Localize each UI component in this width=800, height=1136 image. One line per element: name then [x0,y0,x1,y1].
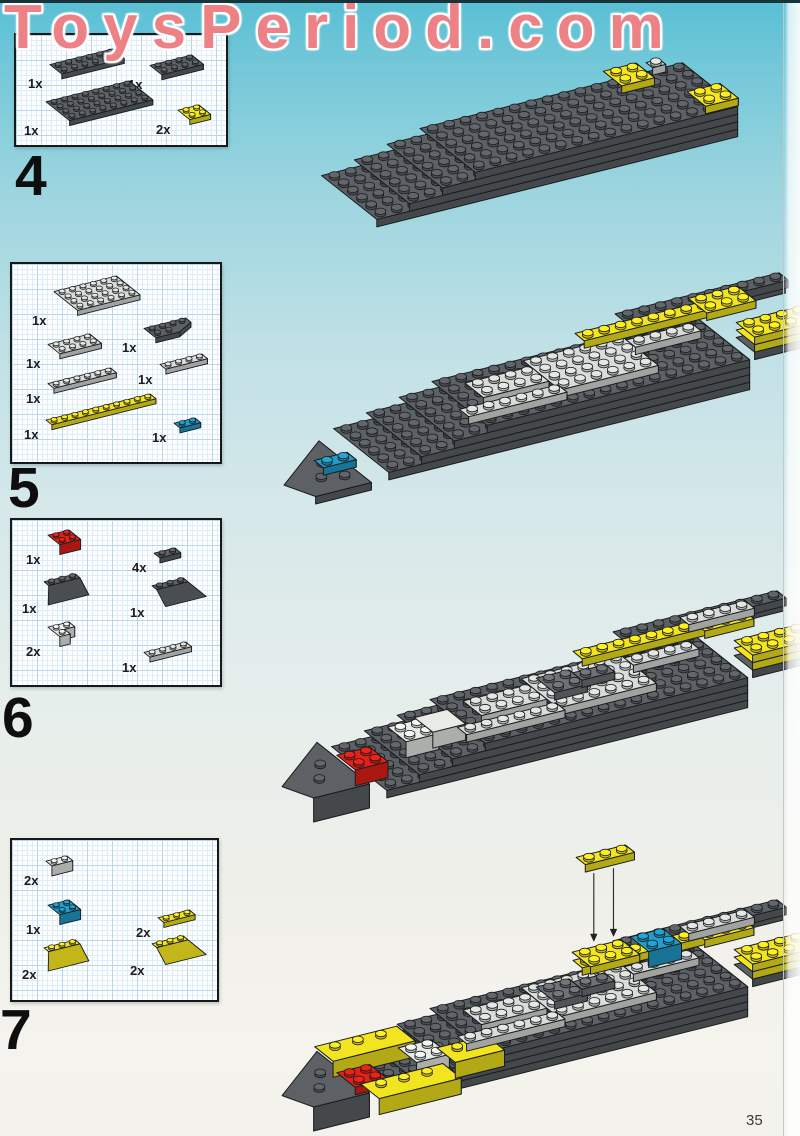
watermark: ToysPeriod.com [4,0,678,62]
step-5-assembly [283,272,800,505]
step-4-assembly [321,57,739,228]
part-item: 2x [130,932,209,980]
plate-4x1-light_gray-icon [143,641,192,663]
plate-6x4-light_gray-icon [53,275,141,316]
part-item: 4x [132,544,192,577]
part-item: 1x [26,330,113,373]
part-quantity: 1x [26,552,41,567]
step-5-number: 5 [8,456,40,520]
part-quantity: 2x [156,122,171,137]
plate-8x4-dark_gray-icon [45,80,154,127]
part-quantity: 1x [122,660,137,675]
step-5-parts-box: 1x 1x 1x 1x 1x 1x 1x [10,262,222,464]
part-quantity: 1x [22,601,37,616]
part-quantity: 2x [136,925,151,940]
plate-4x1-light_gray-icon [159,353,208,375]
part-quantity: 1x [32,313,47,328]
part-item: 1x [22,570,101,618]
part-item: 1x [26,896,92,939]
part-item: 1x [122,638,203,677]
part-quantity: 1x [24,123,39,138]
plate-6x1-light_gray-icon [47,367,117,394]
step-7-parts-box: 2x 1x 2x 2x 2x [10,838,219,1002]
wedgeL-3x2-yellow-icon [43,939,90,972]
plate-3x1-yellow-icon [157,909,196,928]
part-item: 1x [152,414,212,447]
page-number: 35 [746,1112,763,1129]
plate-2x1-dark_gray-icon [153,547,182,564]
part-quantity: 2x [130,963,145,978]
part-quantity: 2x [22,967,37,982]
part-item: 1x [24,77,164,140]
scan-right-edge [783,0,800,1136]
part-item: 1x [24,390,167,444]
part-item: 1x [138,350,219,389]
part-quantity: 1x [28,76,43,91]
part-item: 2x [136,906,207,942]
part-item: 1x [130,574,209,622]
brick-2x2-blue-icon [47,899,82,926]
step-7-assembly [281,844,800,1132]
part-item: 2x [22,936,101,984]
part-quantity: 1x [138,372,153,387]
part-item: 1x [28,45,136,93]
scan-top-edge [0,0,800,3]
part-item: 2x [26,618,92,661]
brick-2x1-white-icon [45,855,74,877]
wedgeR-3x2-dark_gray-icon [151,577,207,608]
cornerplate-4x2-dark_gray-icon [143,317,192,344]
wedgeL-3x2-dark_gray-icon [43,573,90,606]
part-quantity: 1x [152,430,167,445]
plate-4x2-light_gray-icon [47,333,102,360]
plate-10x1-yellow-icon [45,393,157,431]
part-quantity: 1x [130,605,145,620]
step-6-parts-box: 1x 4x 1x 1x 2x 1x [10,518,222,687]
brick-2x2-red-icon [47,529,82,556]
part-item: 2x [24,852,84,890]
part-quantity: 1x [122,340,137,355]
part-item: 1x [26,526,92,569]
cornerbrick-2x2-white-icon [47,621,76,648]
part-item: 1x [122,314,209,357]
part-quantity: 1x [26,922,41,937]
part-quantity: 2x [24,873,39,888]
part-item: 2x [156,101,222,139]
part-quantity: 1x [26,391,41,406]
plate-2x1-blue-icon [173,417,202,434]
plate-6x2-dark_gray-icon [49,48,125,80]
part-quantity: 1x [26,356,41,371]
plate-2x2-yellow-icon [177,104,212,126]
part-quantity: 1x [24,427,39,442]
part-item: 1x [32,272,151,330]
step-6-number: 6 [2,686,34,750]
plate-4x2-dark_gray-icon [149,54,204,81]
wedgeR-3x2-yellow-icon [151,935,207,966]
part-quantity: 4x [132,560,147,575]
step-6-assembly [281,590,800,823]
step-7-number: 7 [0,998,32,1062]
step-4-number: 4 [15,144,47,208]
part-item: 1x [26,364,128,408]
part-quantity: 2x [26,644,41,659]
